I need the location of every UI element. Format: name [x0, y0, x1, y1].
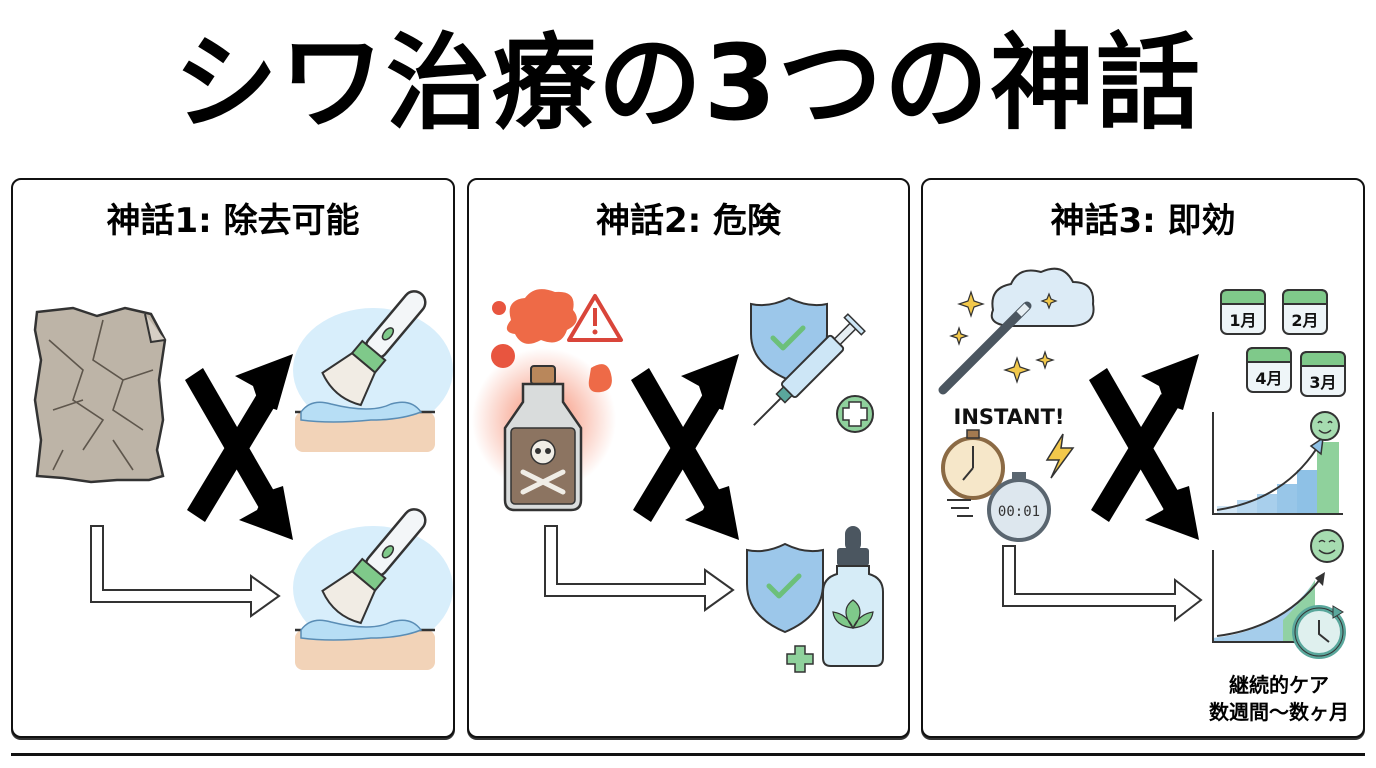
smiley-icon: [1310, 529, 1344, 563]
panel-heading: 神話3: 即効: [1050, 201, 1236, 241]
plus-icon: [786, 645, 814, 673]
instant-label: INSTANT!: [954, 405, 1065, 429]
panel-3-illustration: INSTANT! 00:01 1月: [938, 267, 1346, 659]
cross-arrows-icon: [631, 354, 739, 540]
outline-arrow-icon: [90, 525, 281, 618]
stopwatch-icon: [941, 429, 1005, 500]
stopwatch-readout: 00:01: [998, 504, 1040, 520]
brush-on-skin-icon: [293, 290, 453, 452]
bottom-divider: [11, 753, 1365, 756]
calendar-month-label: 3月: [1309, 373, 1336, 392]
caption-line: 数週間〜数ヶ月: [1209, 700, 1349, 724]
step-growth-chart-icon: [1212, 411, 1343, 515]
calendar-month-label: 2月: [1291, 311, 1318, 330]
calendar-month-label: 1月: [1229, 311, 1256, 330]
calendar-month-label: 4月: [1255, 369, 1282, 388]
panel-heading: 神話1: 除去可能: [106, 201, 360, 241]
page-title: シワ治療の3つの神話: [173, 22, 1203, 144]
myth-panel-3: 神話3: 即効 INSTANT! 00:01: [921, 178, 1365, 738]
outline-arrow-icon: [1002, 545, 1203, 623]
cross-arrows-icon: [185, 354, 293, 540]
panel-heading: 神話2: 危険: [595, 201, 782, 241]
sparkle-icon: [949, 290, 1058, 384]
brush-on-skin-icon: [293, 508, 453, 670]
myth-panel-2: 神話2: 危険: [467, 178, 910, 738]
cloud-icon: [990, 267, 1095, 327]
poison-bottle-icon: [472, 289, 616, 512]
syringe-icon: [753, 313, 866, 426]
calendar-icon: 4月: [1246, 347, 1292, 393]
myth-panel-1: 神話1: 除去可能: [11, 178, 455, 738]
panel-1-illustration: [33, 290, 453, 670]
crumpled-paper-icon: [33, 306, 167, 484]
panel-3-caption: 継続的ケア 数週間〜数ヶ月: [1209, 672, 1349, 726]
calendar-icon: 2月: [1282, 289, 1328, 335]
plus-circle-icon: [836, 395, 874, 433]
calendar-icon: 1月: [1220, 289, 1266, 335]
panel-2-illustration: [472, 289, 884, 673]
shield-check-icon: [746, 542, 824, 634]
serum-dropper-bottle-icon: [822, 526, 884, 667]
stopwatch-icon: 00:01: [987, 472, 1051, 542]
calendar-icon: 3月: [1300, 351, 1346, 397]
clock-refresh-icon: [1292, 605, 1346, 659]
caption-line: 継続的ケア: [1229, 673, 1329, 697]
outline-arrow-icon: [544, 525, 735, 612]
lightning-icon: [1045, 433, 1075, 479]
warning-triangle-icon: [567, 294, 623, 342]
cross-arrows-icon: [1089, 354, 1199, 540]
magic-wand-icon: [938, 301, 1032, 395]
